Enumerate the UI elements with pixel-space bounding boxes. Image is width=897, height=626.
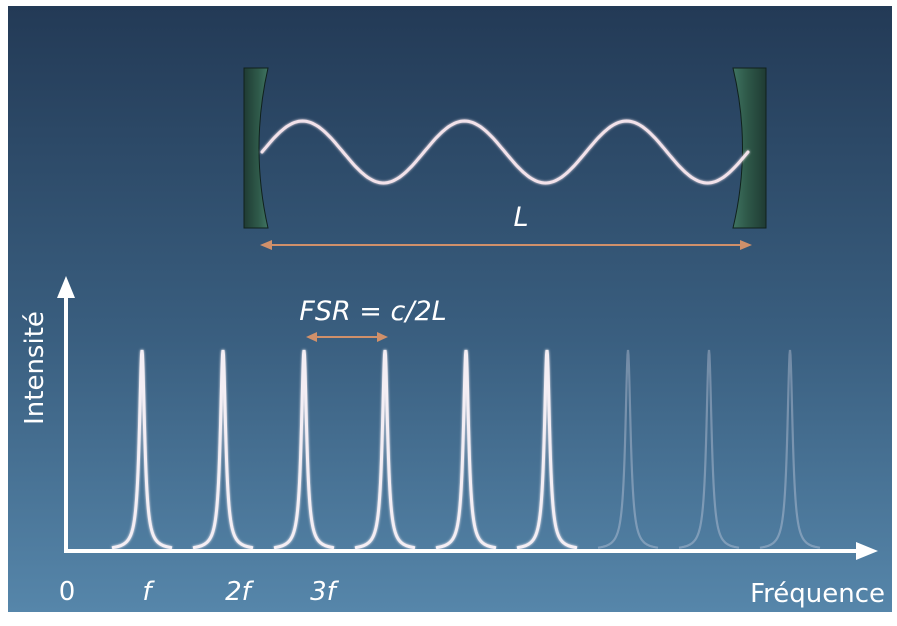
x-axis-label: Fréquence bbox=[750, 579, 885, 609]
resonance-peak-6 bbox=[516, 349, 578, 550]
spectrum-plot: FSR = c/2L Intensité Fréquence 0 f 2f 3f bbox=[20, 276, 885, 609]
y-axis-label: Intensité bbox=[20, 311, 50, 425]
resonance-peak-1 bbox=[111, 349, 173, 550]
resonance-peaks bbox=[111, 349, 821, 550]
fsr-label: FSR = c/2L bbox=[299, 296, 446, 327]
tick-label-2f: 2f bbox=[225, 577, 255, 607]
tick-label-0: 0 bbox=[59, 577, 76, 607]
left-mirror bbox=[243, 67, 269, 229]
optical-cavity: L bbox=[243, 67, 767, 250]
length-arrow bbox=[260, 240, 752, 250]
resonance-peak-9 bbox=[759, 349, 821, 549]
resonance-peak-8 bbox=[678, 349, 740, 549]
resonance-peak-3 bbox=[273, 349, 335, 550]
resonance-peak-7 bbox=[597, 349, 659, 549]
tick-label-3f: 3f bbox=[310, 577, 340, 607]
resonance-peak-5 bbox=[435, 349, 497, 550]
y-axis bbox=[57, 276, 75, 553]
standing-wave bbox=[260, 119, 750, 185]
x-axis bbox=[64, 542, 878, 560]
fsr-arrow bbox=[306, 332, 388, 342]
right-mirror bbox=[732, 67, 767, 229]
resonance-peak-2 bbox=[192, 349, 254, 550]
resonance-peak-4 bbox=[354, 349, 416, 550]
length-label: L bbox=[513, 202, 528, 233]
